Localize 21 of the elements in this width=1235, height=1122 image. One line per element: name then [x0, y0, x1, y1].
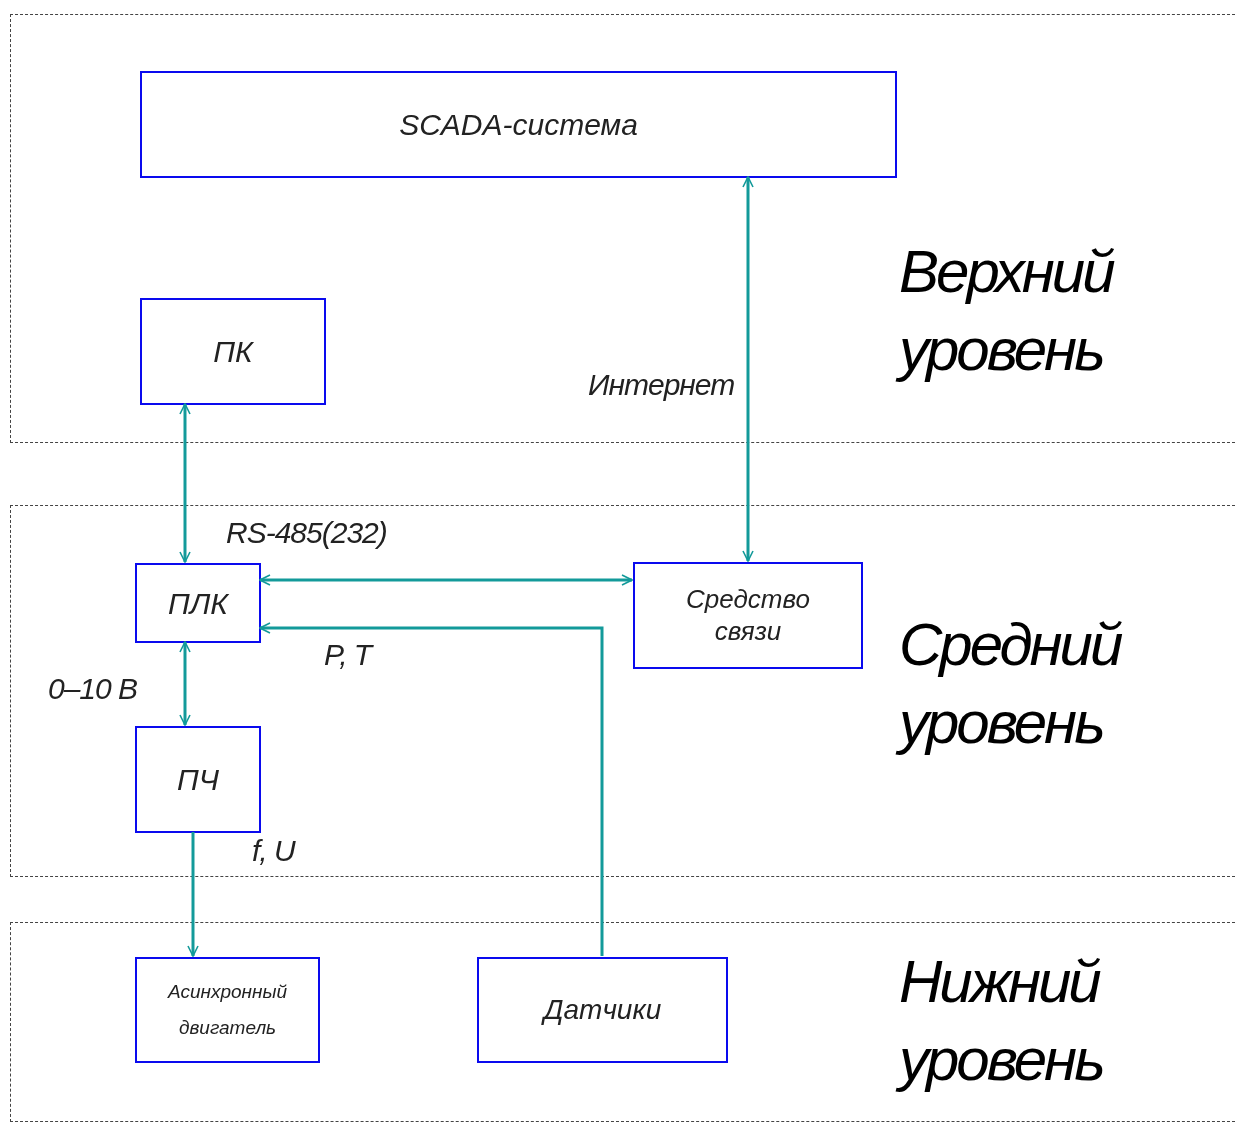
- level-band: [10, 922, 1235, 1122]
- arrow: [259, 574, 633, 586]
- process-box: Асинхронный двигатель: [135, 957, 320, 1063]
- edge-label: P, T: [324, 640, 372, 670]
- arrow: [179, 641, 191, 726]
- arrow: [259, 622, 604, 956]
- process-box: SCADA-система: [140, 71, 897, 178]
- level-band: [10, 505, 1235, 877]
- process-box: Датчики: [477, 957, 728, 1063]
- edge-label: Интернет: [588, 370, 735, 400]
- process-box: ПК: [140, 298, 326, 405]
- edge-label: 0–10 В: [48, 674, 138, 704]
- edge-label: f, U: [252, 836, 295, 866]
- process-box: Средство связи: [633, 562, 863, 669]
- edge-label: RS-485(232): [226, 518, 387, 548]
- process-box: ПЛК: [135, 563, 261, 643]
- arrow: [187, 832, 199, 957]
- level-band: [10, 14, 1235, 443]
- process-box: ПЧ: [135, 726, 261, 833]
- arrow: [179, 403, 191, 563]
- arrow: [742, 176, 754, 562]
